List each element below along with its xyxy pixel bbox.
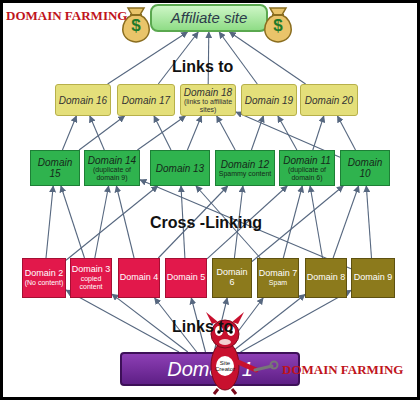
link-arrow [61, 186, 85, 258]
link-arrow [333, 186, 359, 258]
money-bag [265, 8, 292, 42]
link-arrow [140, 180, 351, 269]
domain-box: Domain 14(duplicate of domain 9) [84, 150, 140, 186]
node-title: Domain 11 [283, 155, 331, 166]
domain-box: Domain 9 [351, 258, 395, 298]
domain-box: Domain 19 [241, 84, 297, 116]
domain-box: Domain 18(links to affiliate sites) [180, 84, 236, 116]
link-arrow [90, 116, 105, 150]
link-arrow [66, 290, 179, 352]
node-title: Domain 13 [156, 163, 204, 174]
node-title: Domain 12 [221, 159, 269, 170]
node-note: Spam [269, 279, 287, 287]
link-arrow [154, 116, 171, 150]
node-title: Domain 10 [341, 157, 389, 179]
node-title: Domain 16 [59, 95, 107, 106]
link-arrow [338, 116, 356, 150]
link-arrow [66, 186, 158, 260]
node-title: Domain 8 [307, 273, 346, 283]
link-arrow [252, 186, 343, 262]
node-note: Spammy content [219, 170, 272, 178]
link-arrow [46, 186, 53, 258]
domain-box: Domain 20 [300, 84, 358, 116]
node-title: Domain 6 [213, 268, 251, 288]
link-arrow [313, 116, 324, 150]
link-arrow [79, 116, 125, 150]
domain-box: Domain 16 [55, 84, 111, 116]
domain-box: Domain 4 [118, 258, 160, 298]
node-note: (duplicate of domain 9) [85, 166, 139, 181]
node-title: Domain 20 [305, 95, 353, 106]
link-arrow [116, 186, 134, 258]
node-title: Affiliate site [171, 10, 248, 27]
domain-box: Domain 7Spam [257, 258, 299, 298]
node-title: Domain 5 [167, 273, 206, 283]
affiliate-box: Affiliate site [150, 4, 268, 32]
link-arrow [137, 116, 185, 150]
link-arrow [187, 116, 201, 150]
dollar-sign: $ [268, 16, 288, 36]
domain-box: Domain 11(duplicate of domain 6) [279, 150, 335, 186]
link-arrow [310, 186, 322, 258]
domain-box: Domain 17 [117, 84, 175, 116]
flow-label: Cross -Linking [150, 214, 262, 232]
domain-box: Domain 13 [150, 150, 210, 186]
node-note: copied content [71, 275, 111, 290]
domain-box: Domain 2(No content) [22, 258, 66, 298]
domain-box: Domain 8 [305, 258, 347, 298]
node-title: Domain 18 [184, 87, 232, 98]
domain-box: Domain 12Spammy content [215, 150, 275, 186]
node-title: Domain 2 [25, 269, 64, 279]
domain-box: Domain 10 [340, 150, 390, 186]
node-note: (No content) [25, 279, 64, 287]
node-title: Domain 19 [245, 95, 293, 106]
node-title: Domain 14 [88, 155, 136, 166]
link-arrow [95, 186, 109, 258]
flow-label: Links to [172, 58, 233, 76]
node-note: (duplicate of domain 6) [280, 166, 334, 181]
node-title: Domain 17 [122, 95, 170, 106]
link-arrow [278, 116, 297, 150]
link-arrow [217, 116, 236, 150]
figure-caption: Site Creator [211, 360, 239, 372]
title-text: DOMAIN FARMING [6, 8, 127, 24]
link-arrow [232, 295, 305, 353]
node-title: Domain 4 [120, 273, 159, 283]
domain-box: Domain 5 [165, 258, 207, 298]
node-title: Domain 9 [354, 273, 393, 283]
node-title: Domain 7 [259, 269, 298, 279]
domain-box: Domain 3copied content [70, 258, 112, 298]
title-text: DOMAIN FARMING [282, 362, 403, 378]
dollar-sign: $ [126, 16, 146, 36]
link-arrow [366, 186, 371, 258]
link-arrow [241, 290, 352, 352]
domain-box: Domain 15 [30, 150, 80, 186]
node-title: Domain 3 [72, 265, 111, 275]
flow-label: Links to [172, 318, 233, 336]
domain-box: Domain 6 [212, 258, 252, 298]
link-arrow [62, 116, 76, 150]
link-arrow [230, 32, 306, 84]
node-note: (links to affiliate sites) [181, 98, 235, 113]
node-title: Domain 15 [31, 157, 79, 179]
